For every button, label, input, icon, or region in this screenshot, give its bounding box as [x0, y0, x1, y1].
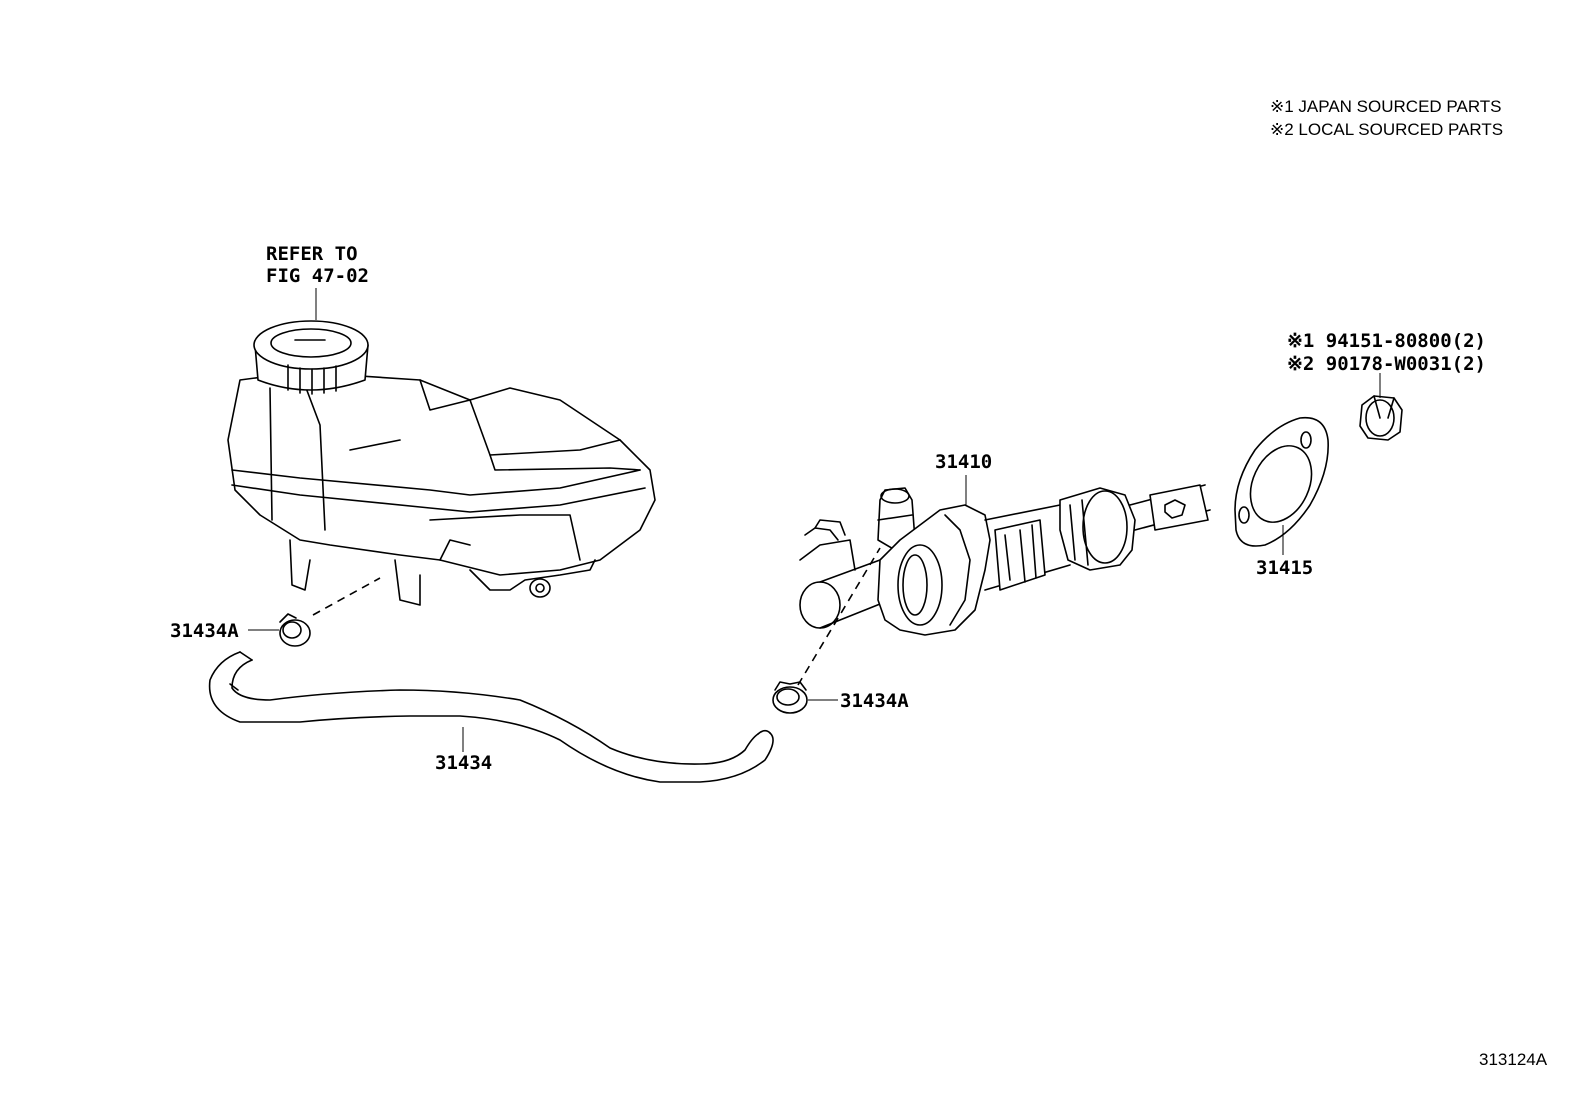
- reservoir-tank: [227, 320, 656, 606]
- part-label-clip-right: 31434A: [840, 690, 909, 712]
- legend-line-1: ※1 JAPAN SOURCED PARTS: [1270, 97, 1502, 116]
- nut-part-number-1: ※1 94151-80800(2): [1287, 330, 1486, 352]
- refer-fig-label: FIG 47-02: [266, 265, 369, 287]
- flange-nut: [1359, 395, 1403, 441]
- refer-to-label: REFER TO: [266, 243, 358, 265]
- hose-clip-left: [279, 613, 311, 647]
- clip-right-dashed-line: [797, 547, 881, 686]
- nut-part-number-2: ※2 90178-W0031(2): [1287, 353, 1486, 375]
- master-cylinder: [799, 484, 1211, 636]
- gasket: [1234, 416, 1329, 547]
- hose: [208, 651, 774, 783]
- legend-line-2: ※2 LOCAL SOURCED PARTS: [1270, 120, 1504, 139]
- hose-clip-right: [772, 681, 808, 714]
- figure-id: 313124A: [1479, 1050, 1548, 1069]
- part-label-clip-left: 31434A: [170, 620, 239, 642]
- part-label-31415: 31415: [1256, 557, 1314, 579]
- clip-left-dashed-line: [312, 577, 381, 616]
- part-label-31434: 31434: [435, 752, 493, 774]
- part-label-31410: 31410: [935, 451, 993, 473]
